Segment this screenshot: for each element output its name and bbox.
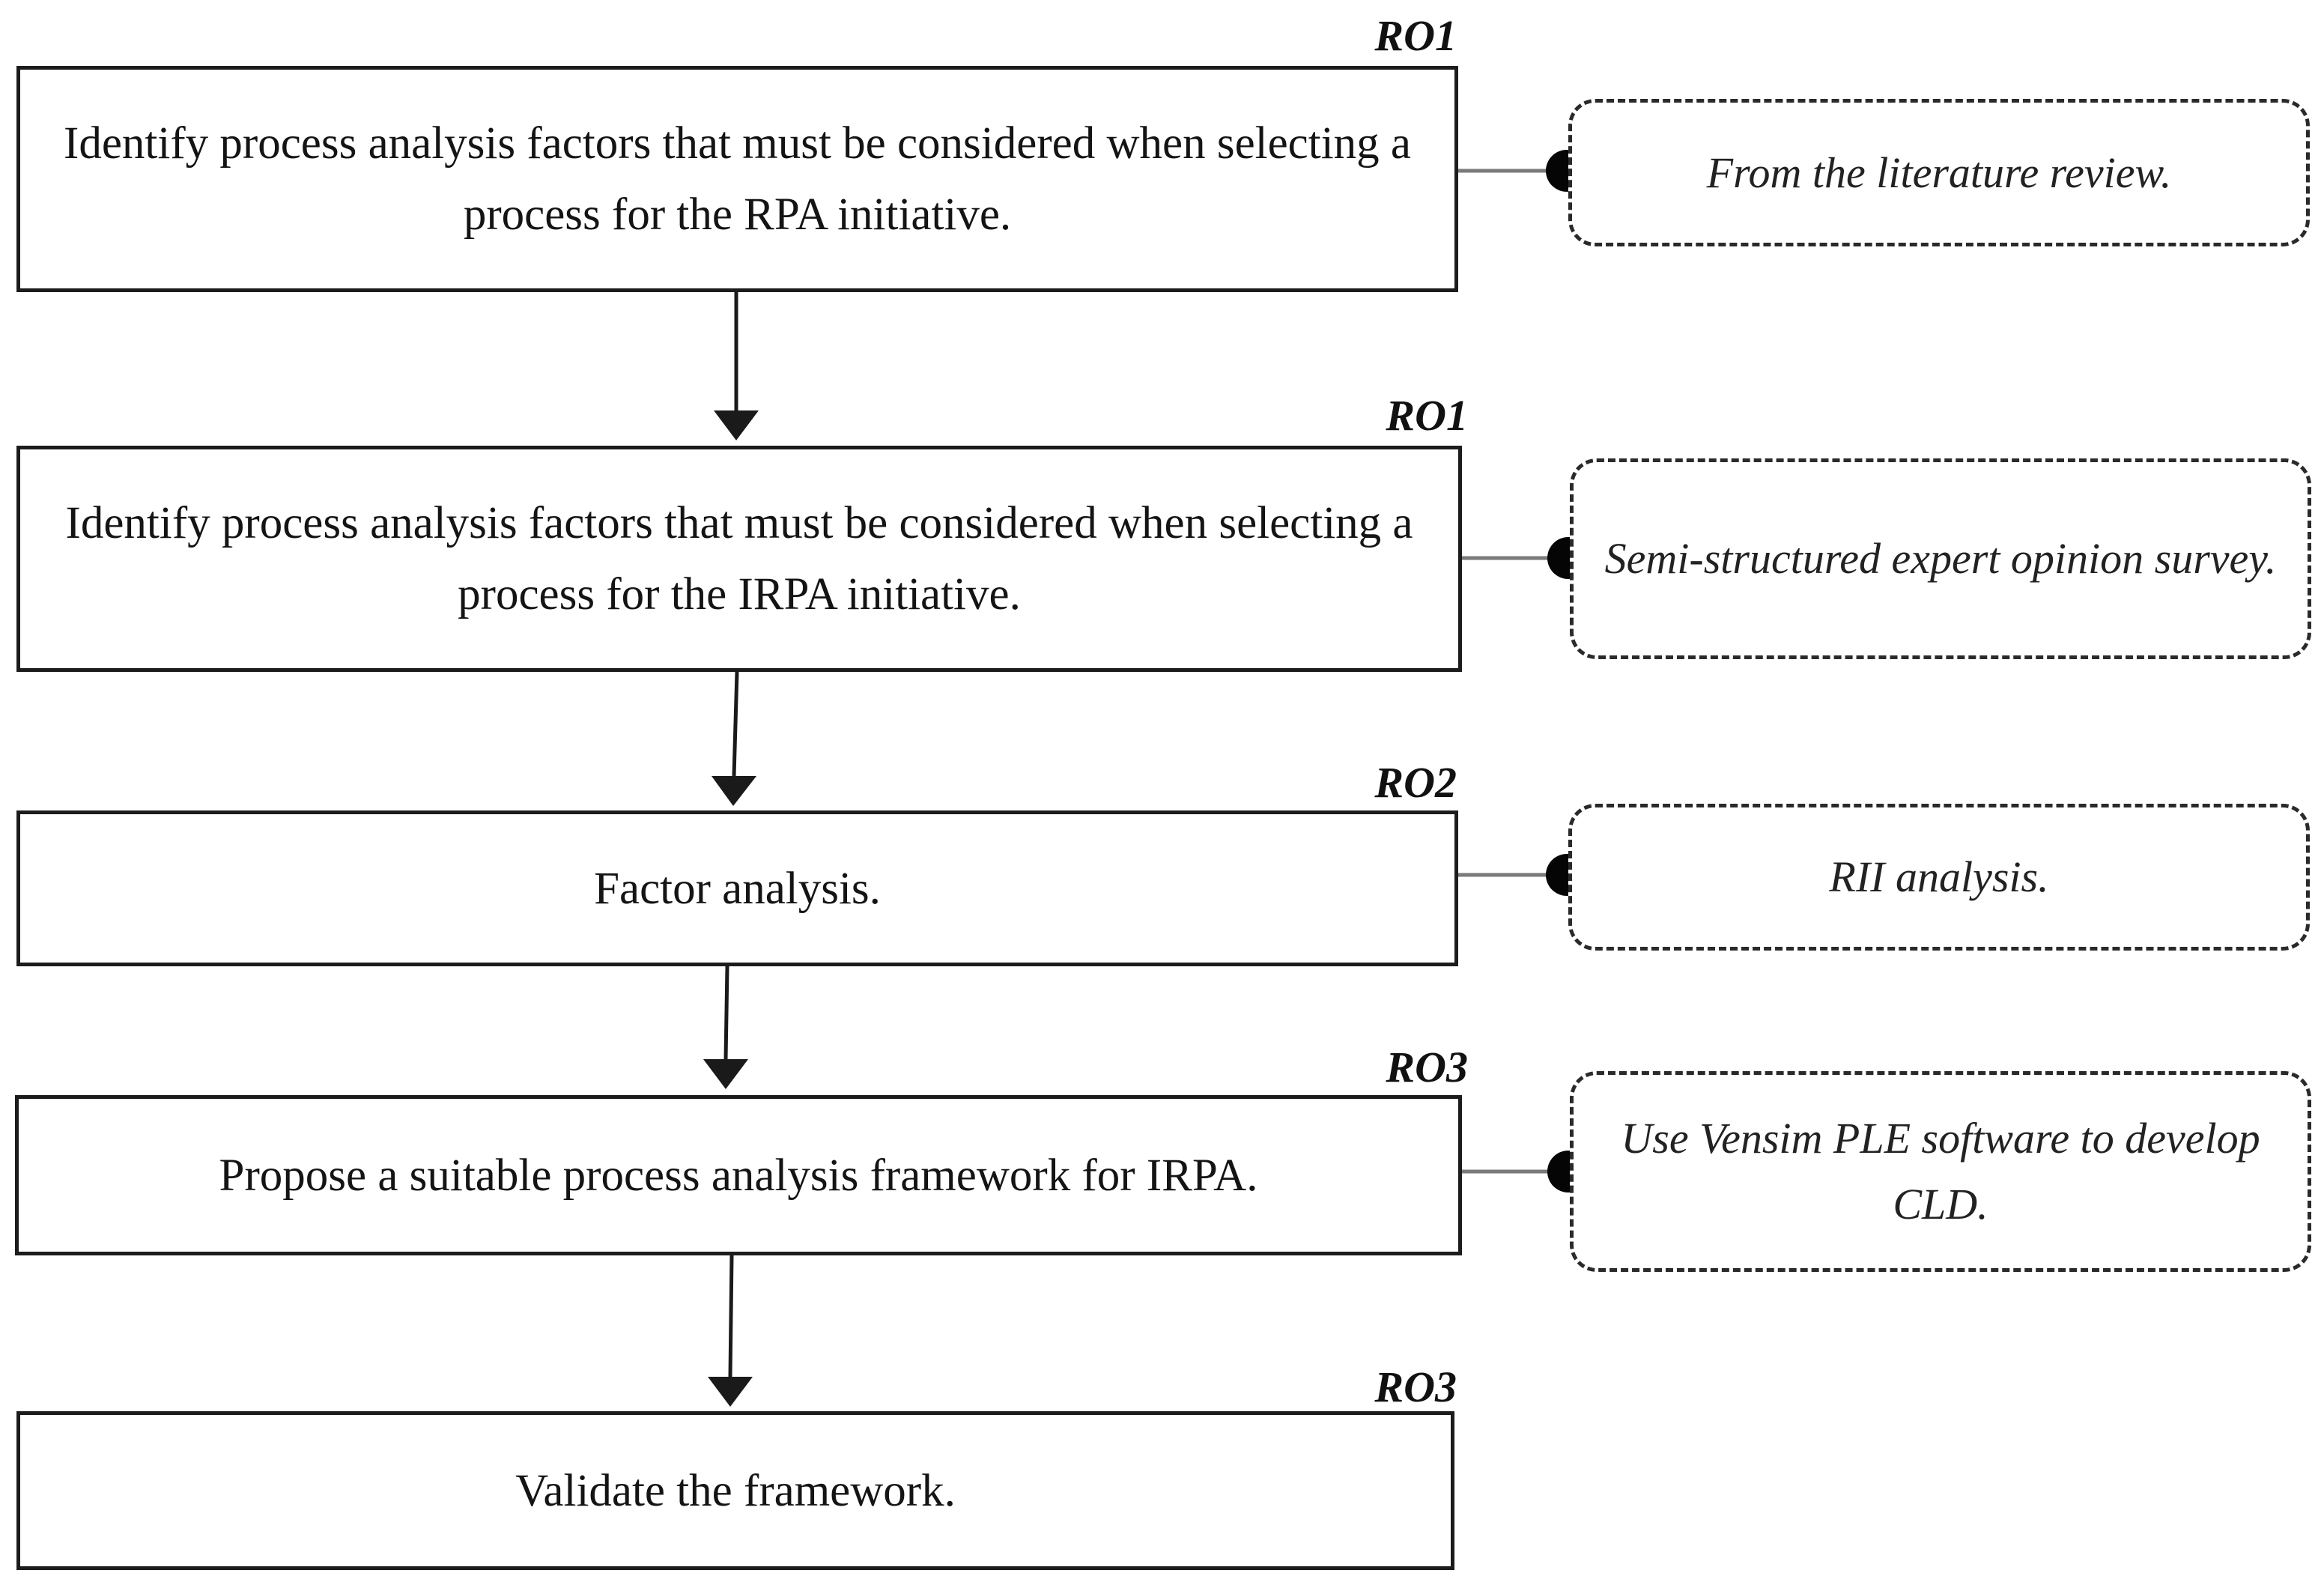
method-note-3-text: RII analysis.	[1829, 852, 2049, 901]
method-note-2: Semi-structured expert opinion survey.	[1570, 458, 2311, 659]
flow-arrow-3-to-4	[703, 966, 748, 1089]
step-2-box: Identify process analysis factors that m…	[16, 446, 1462, 672]
step-3-text: Factor analysis.	[594, 863, 881, 914]
step-1-text: Identify process analysis factors that m…	[64, 118, 1411, 240]
method-note-1: From the literature review.	[1568, 99, 2310, 246]
method-note-2-text: Semi-structured expert opinion survey.	[1604, 534, 2277, 583]
flow-arrow-2-to-3	[712, 671, 756, 806]
step-1-box: Identify process analysis factors that m…	[16, 66, 1458, 292]
step-3-objective-tag: RO2	[1374, 758, 1457, 807]
step-2-text: Identify process analysis factors that m…	[65, 498, 1413, 619]
method-note-1-text: From the literature review.	[1706, 148, 2172, 197]
step-5-text: Validate the framework.	[515, 1465, 956, 1516]
method-note-3: RII analysis.	[1568, 804, 2310, 951]
step-4-text: Propose a suitable process analysis fram…	[219, 1150, 1258, 1201]
step-5-box: Validate the framework.	[16, 1411, 1454, 1570]
method-note-4: Use Vensim PLE software to develop CLD.	[1570, 1071, 2311, 1272]
step-1-objective-tag: RO1	[1374, 11, 1457, 60]
method-note-4-text: Use Vensim PLE software to develop CLD.	[1621, 1114, 2260, 1228]
step-5-objective-tag: RO3	[1374, 1363, 1457, 1411]
flow-arrow-4-to-5	[708, 1255, 753, 1407]
step-2-objective-tag: RO1	[1386, 391, 1468, 440]
step-4-box: Propose a suitable process analysis fram…	[15, 1095, 1462, 1255]
step-3-box: Factor analysis.	[16, 810, 1458, 966]
flow-arrow-1-to-2	[714, 292, 759, 440]
step-4-objective-tag: RO3	[1386, 1043, 1468, 1091]
